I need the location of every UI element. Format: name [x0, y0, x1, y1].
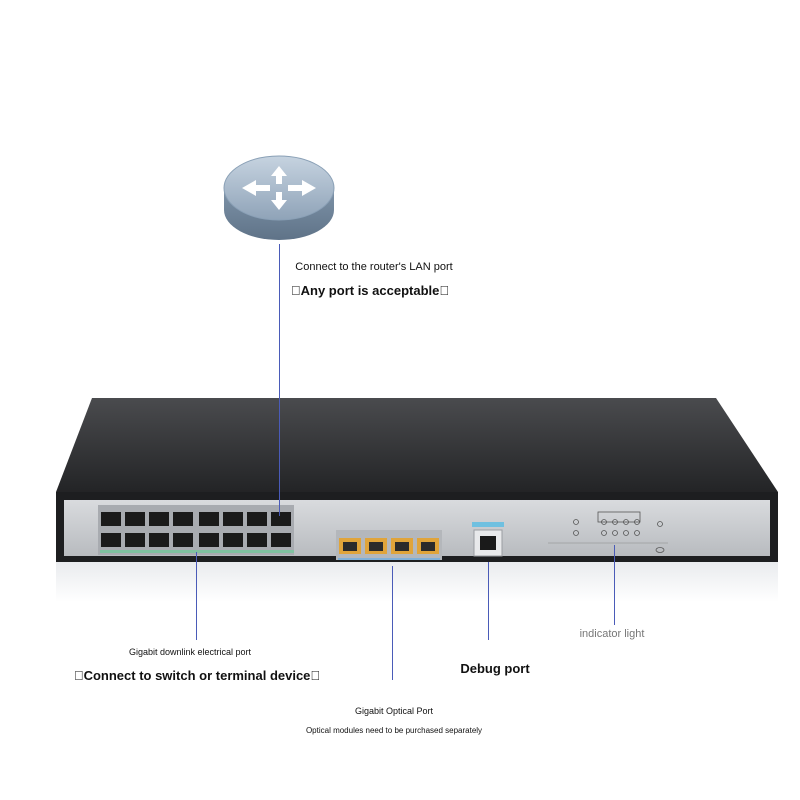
indicator-led-group: [548, 511, 668, 553]
router-arrows-icon: [242, 166, 316, 210]
sfp-port-group: [336, 530, 442, 560]
router-lan-label: Connect to the router's LAN port: [295, 261, 453, 273]
downlink-leader-line: [196, 552, 197, 640]
optical-leader-line: [392, 566, 393, 680]
rj45-port-group: [98, 505, 294, 555]
downlink-port-label: Gigabit downlink electrical port: [128, 647, 252, 657]
router-lan-note:  Any port is acceptable : [290, 283, 450, 298]
downlink-port-note:  Connect to switch or terminal device : [73, 668, 321, 683]
chassis-reflection: [56, 562, 778, 602]
debug-leader-line: [488, 562, 489, 640]
indicator-leader-line: [614, 545, 615, 625]
indicator-light-label: indicator light: [579, 628, 645, 640]
optical-port-label: Gigabit Optical Port: [354, 706, 434, 716]
debug-port-label: Debug port: [460, 661, 530, 676]
chassis-top-face: [56, 398, 778, 492]
router-body: [223, 155, 335, 240]
router-leader-line: [279, 244, 280, 516]
optical-port-note: Optical modules need to be purchased sep…: [305, 726, 483, 735]
console-port: [472, 522, 504, 557]
